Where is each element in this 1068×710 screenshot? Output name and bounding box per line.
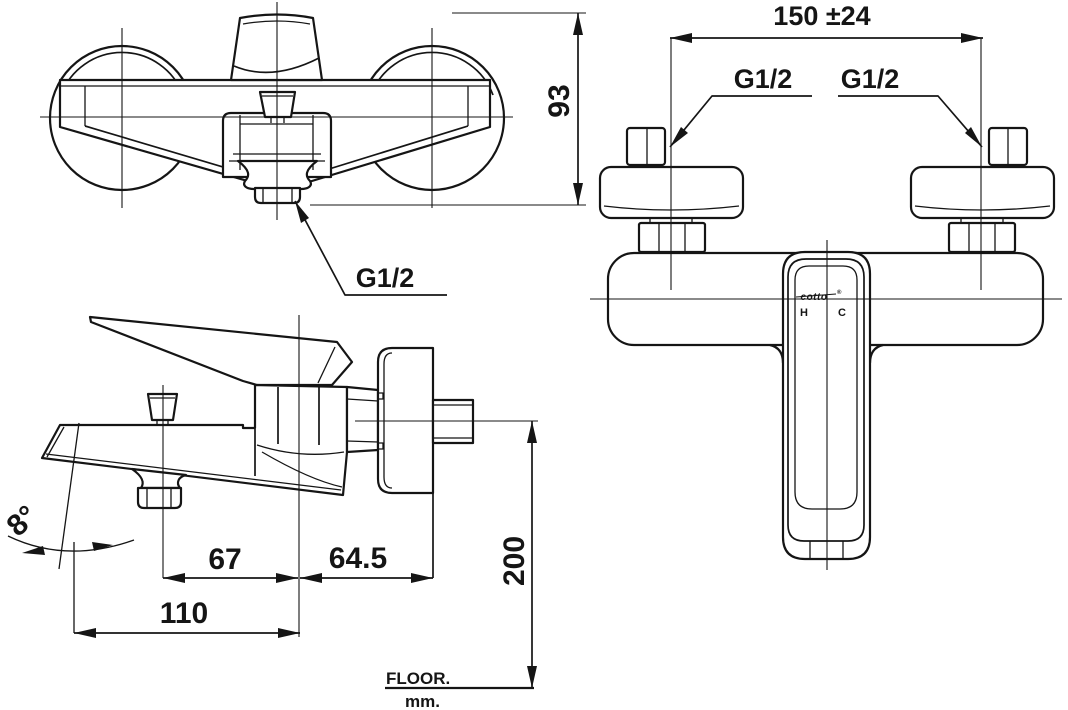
escutcheon-connector-stubs (649, 218, 1004, 223)
angle-arrow-left (22, 546, 45, 555)
outlet-thread-arrow (295, 201, 309, 223)
cartridge-inner-edges (277, 387, 320, 445)
dim67-arrow-left (163, 573, 185, 583)
wall-nipple-threads (433, 404, 473, 439)
left-hex-nut-flats (658, 223, 686, 252)
underside-inner-line (45, 453, 342, 491)
spout-tip-inner-face (46, 426, 65, 458)
hot-marker: H (800, 307, 808, 319)
dim-200-label: 200 (498, 536, 531, 586)
dim67-arrow-right (276, 573, 298, 583)
right-wall-escutcheon (909, 165, 1056, 220)
flange-stub-bottom (377, 442, 384, 450)
lever-blade-edge-line (317, 346, 336, 384)
back-view: cotto ® H C 150 ±24 G1/2 G1/2 (590, 1, 1062, 570)
right-wall-escutcheon-curve (914, 205, 1051, 211)
left-thread-arrow (670, 127, 688, 147)
outlet-thread-label: G1/2 (356, 263, 415, 293)
right-hex-nut (947, 221, 1017, 254)
left-hex-nut (637, 221, 707, 254)
diverter-stem-side (156, 420, 169, 426)
dim-93-label: 93 (543, 84, 576, 117)
lever-handle-inner-line (787, 258, 865, 542)
angle-arrow-right (92, 542, 113, 551)
diverter-stem-front (270, 117, 285, 123)
right-thread-label: G1/2 (841, 64, 900, 94)
brand-logo: cotto (801, 292, 828, 303)
hex-adapter-flats (346, 398, 379, 443)
left-thread-label: G1/2 (734, 64, 793, 94)
dim200-arrow-up (527, 421, 537, 443)
dim64-arrow-right (411, 573, 433, 583)
outlet-nut-front-flats (262, 188, 293, 202)
angle-arc (7, 535, 135, 552)
left-supply-nut (625, 126, 667, 167)
dim93-arrow-up (573, 13, 583, 35)
dim110-arrow-left (74, 628, 96, 638)
lever-grip-face-line (794, 265, 858, 510)
lever-end-cap-lines (809, 541, 844, 558)
outlet-nut-side (136, 486, 183, 510)
body-lower-curve (261, 451, 343, 488)
side-view: 8° 67 64.5 110 200 FLOOR. mm. (1, 315, 538, 710)
right-thread-arrow (965, 127, 982, 147)
registered-mark: ® (837, 289, 842, 296)
front-view: 93 G1/2 (40, 2, 586, 296)
cartridge-bottom-curve (256, 444, 345, 455)
dim-64-label: 64.5 (329, 542, 387, 575)
dim110-arrow-right (278, 628, 300, 638)
angle-tilted-reference (58, 422, 80, 570)
unit-label: mm. (405, 692, 440, 710)
dim64-arrow-left (300, 573, 322, 583)
dim93-arrow-down (573, 183, 583, 205)
cold-marker: C (838, 307, 846, 319)
right-hex-nut-flats (968, 223, 996, 252)
dim-150-label: 150 ±24 (773, 1, 870, 31)
flange-stub-top (377, 392, 384, 400)
dim150-arrow-right (961, 33, 983, 43)
brand-logo-swoosh (795, 293, 837, 298)
dim150-arrow-left (670, 33, 692, 43)
right-thread-leader (838, 95, 983, 148)
floor-label: FLOOR. (386, 669, 450, 688)
outlet-thread-leader (294, 200, 447, 296)
handle-knob-curve (233, 57, 320, 74)
dim-67-label: 67 (208, 543, 241, 576)
dim200-arrow-down (527, 666, 537, 688)
outlet-nut-side-flats (146, 488, 172, 507)
spout-body-silhouette (40, 383, 349, 497)
dim-110-label: 110 (160, 597, 208, 630)
